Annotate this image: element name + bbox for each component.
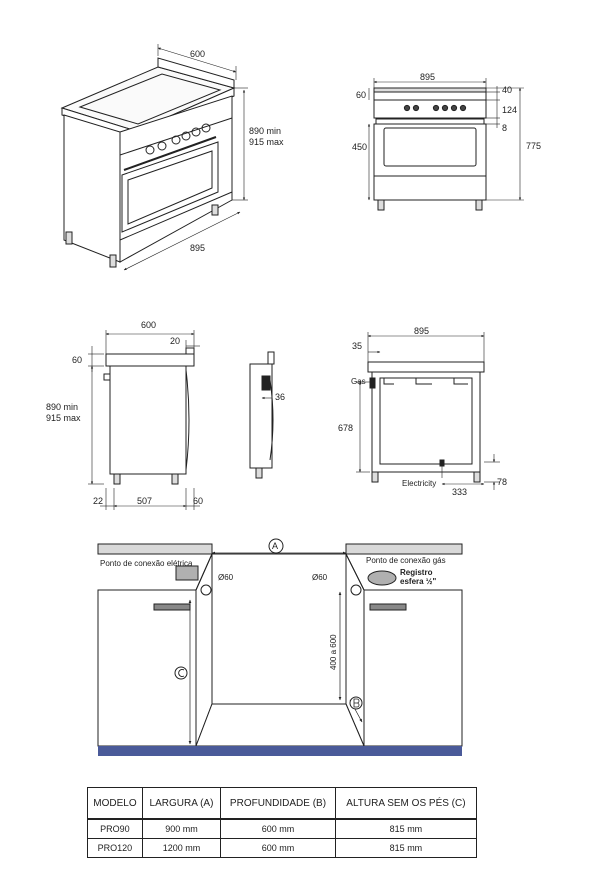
col-depth: PROFUNDIDADE (B) <box>220 787 336 820</box>
rear-electricity-label: Electricity <box>402 479 436 488</box>
cell-depth: 600 mm <box>220 818 336 839</box>
rear-width-label: 895 <box>414 326 429 336</box>
table-row: PRO120 1200 mm 600 mm 815 mm <box>87 838 478 858</box>
height-range-label: 400 a 600 <box>329 634 338 670</box>
cell-height: 815 mm <box>334 818 478 839</box>
side-back-label: 20 <box>170 336 180 346</box>
side-height-max-label: 915 max <box>46 413 81 423</box>
cell-model: PRO120 <box>87 838 143 858</box>
rear-left-label: 35 <box>352 341 362 351</box>
rear-view <box>356 332 500 490</box>
front-width-label: 895 <box>420 72 435 82</box>
thin-dim-label: 36 <box>275 392 285 402</box>
side-view <box>88 330 200 510</box>
side-foot-back-label: 60 <box>193 496 203 506</box>
front-right-c-label: 8 <box>502 123 507 133</box>
rear-height-label: 678 <box>338 423 353 433</box>
hole-right-label: Ø60 <box>312 573 328 582</box>
rear-gas-label: Gas <box>351 377 366 386</box>
rear-elec-offset-label: 333 <box>452 487 467 497</box>
valve-line2-label: esfera ½" <box>400 577 436 586</box>
valve-line1-label: Registro <box>400 568 433 577</box>
side-depth-label: 600 <box>141 320 156 330</box>
circle-c-marker <box>174 666 188 680</box>
side-foot-front-label: 22 <box>93 496 103 506</box>
front-right-a-label: 40 <box>502 85 512 95</box>
rear-elec-height-label: 78 <box>497 477 507 487</box>
installation-scheme <box>97 543 463 756</box>
col-height: ALTURA SEM OS PÉS (C) <box>334 787 478 820</box>
a-letter: A <box>272 541 278 551</box>
table-row: PRO90 900 mm 600 mm 815 mm <box>87 818 478 839</box>
side-top-label: 60 <box>72 355 82 365</box>
cell-height: 815 mm <box>334 838 478 858</box>
front-right-b-label: 124 <box>502 105 517 115</box>
specs-table: MODELO LARGURA (A) PROFUNDIDADE (B) ALTU… <box>87 787 478 858</box>
front-oven-label: 450 <box>352 142 367 152</box>
cell-model: PRO90 <box>87 818 143 839</box>
side-body-label: 507 <box>137 496 152 506</box>
elec-point-label: Ponto de conexão elétrica <box>100 559 193 568</box>
hole-left-label: Ø60 <box>218 573 234 582</box>
front-view <box>367 78 524 211</box>
col-width: LARGURA (A) <box>141 787 222 820</box>
isometric-view <box>60 44 248 271</box>
cell-width: 900 mm <box>141 818 222 839</box>
table-header-row: MODELO LARGURA (A) PROFUNDIDADE (B) ALTU… <box>87 787 478 820</box>
side-height-min-label: 890 min <box>46 402 78 412</box>
iso-depth-label: 895 <box>190 243 205 253</box>
iso-width-label: 600 <box>190 49 205 59</box>
iso-height-min-label: 890 min <box>249 126 281 136</box>
gas-point-label: Ponto de conexão gás <box>366 556 446 565</box>
front-total-label: 775 <box>526 141 541 151</box>
col-model: MODELO <box>87 787 143 820</box>
circle-b-marker <box>349 696 363 710</box>
circle-a-marker: A <box>268 538 284 554</box>
thin-side-view <box>249 351 275 479</box>
iso-height-max-label: 915 max <box>249 137 284 147</box>
cell-width: 1200 mm <box>141 838 222 858</box>
front-top-label: 60 <box>356 90 366 100</box>
cell-depth: 600 mm <box>220 838 336 858</box>
